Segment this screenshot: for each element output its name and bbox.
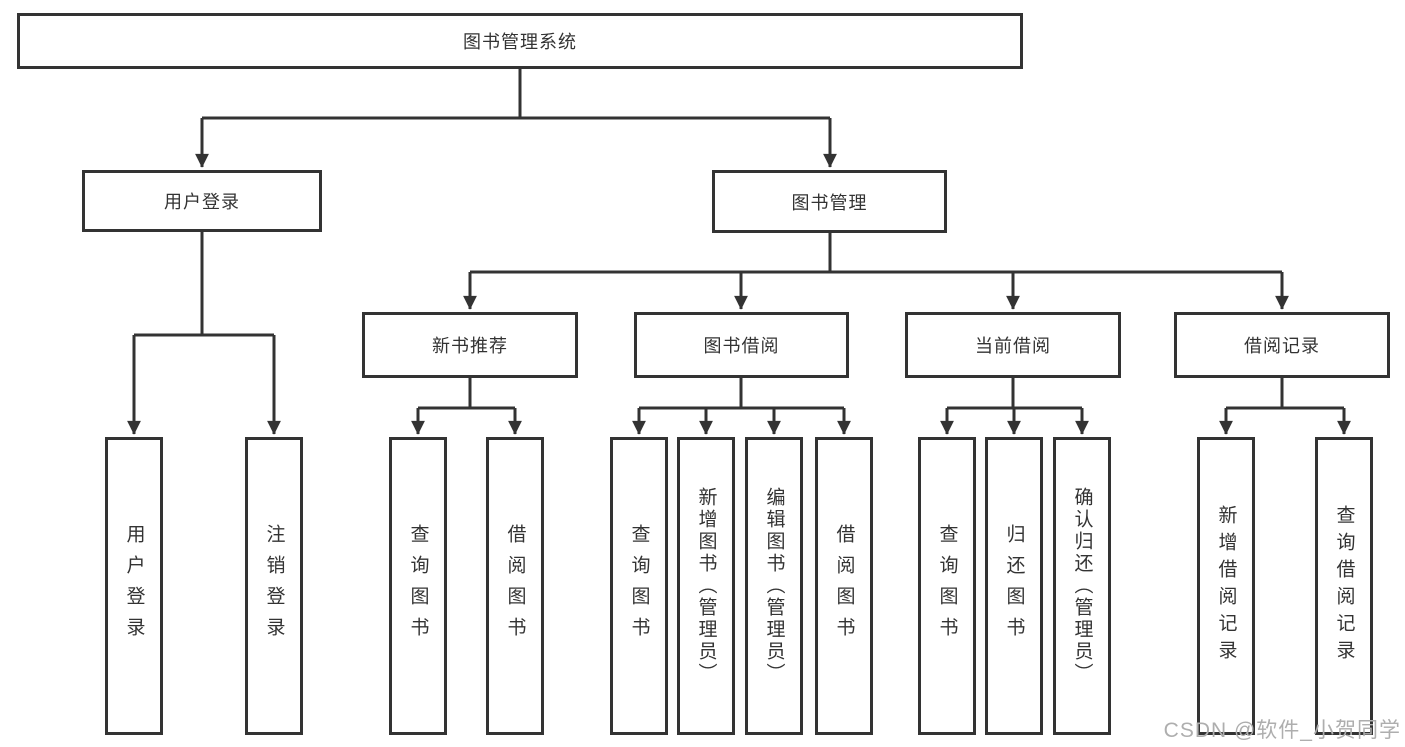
node-query-books-borrowing: 查询图书 <box>610 437 668 735</box>
node-query-books-recommend: 查询图书 <box>389 437 447 735</box>
node-add-borrow-record: 新增借阅记录 <box>1197 437 1255 735</box>
node-logout-action: 注销登录 <box>245 437 303 735</box>
node-current-borrowing: 当前借阅 <box>905 312 1121 378</box>
node-borrow-books-borrowing: 借阅图书 <box>815 437 873 735</box>
node-query-books-current: 查询图书 <box>918 437 976 735</box>
node-user-login: 用户登录 <box>82 170 322 232</box>
node-book-borrowing: 图书借阅 <box>634 312 849 378</box>
node-edit-books-admin: 编辑图书（管理员） <box>745 437 803 735</box>
node-query-borrow-record: 查询借阅记录 <box>1315 437 1373 735</box>
node-new-book-recommendation: 新书推荐 <box>362 312 578 378</box>
watermark-text: CSDN @软件_小贺同学 <box>1163 719 1401 742</box>
node-book-management: 图书管理 <box>712 170 947 233</box>
node-user-login-action: 用户登录 <box>105 437 163 735</box>
node-return-books: 归还图书 <box>985 437 1043 735</box>
node-borrow-books-recommend: 借阅图书 <box>486 437 544 735</box>
node-add-books-admin: 新增图书（管理员） <box>677 437 735 735</box>
node-library-management-system: 图书管理系统 <box>17 13 1023 69</box>
node-borrowing-records: 借阅记录 <box>1174 312 1390 378</box>
node-confirm-return-admin: 确认归还（管理员） <box>1053 437 1111 735</box>
